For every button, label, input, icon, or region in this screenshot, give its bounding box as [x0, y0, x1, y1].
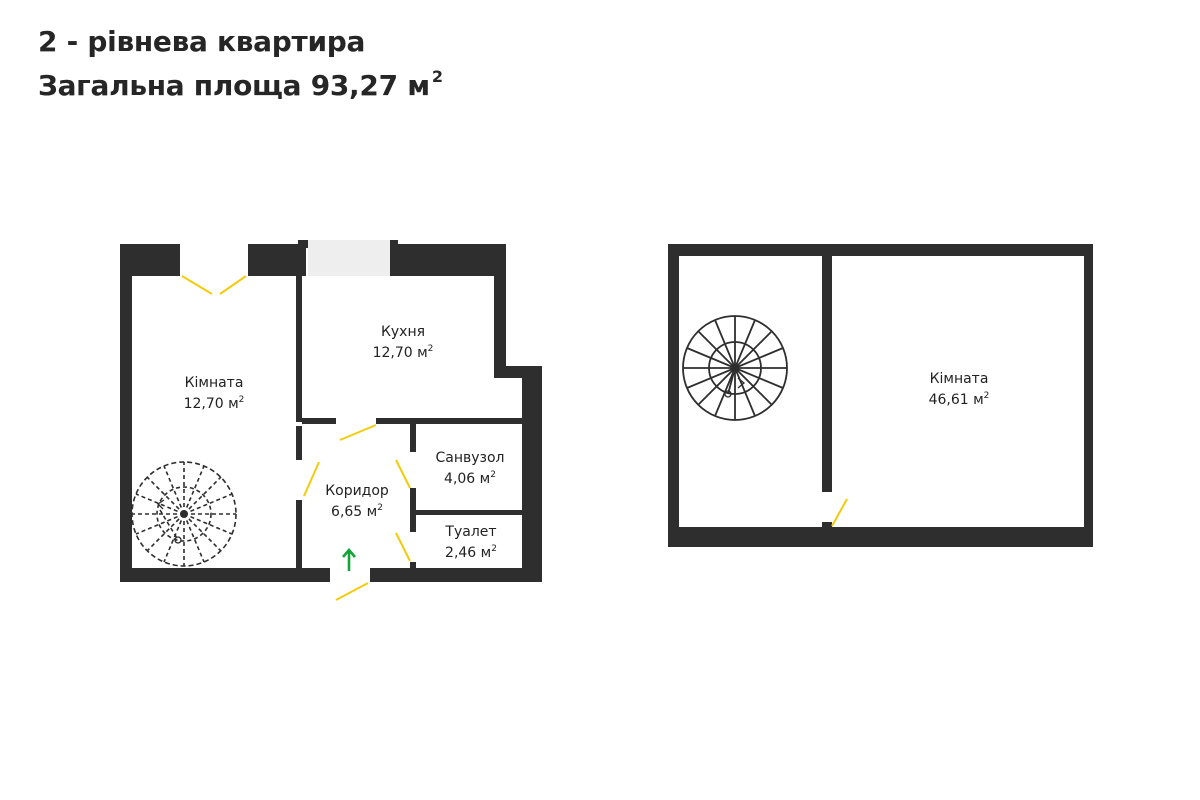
room-corridor: Коридор 6,65 м2	[325, 483, 389, 520]
wall-room-corridor-lower	[296, 500, 302, 568]
corridor-name: Коридор	[325, 483, 389, 499]
upper-wall-left	[668, 244, 679, 547]
room-door	[303, 461, 320, 497]
upper-wall-partition-stub	[822, 522, 832, 530]
wall-bath-toilet	[416, 510, 524, 515]
room-toilet: Туалет 2,46 м2	[444, 524, 497, 561]
spiral-staircase-icon	[131, 461, 237, 567]
entrance-door	[335, 582, 369, 601]
wall-bottom-left	[120, 568, 330, 582]
upper-room-door	[831, 498, 848, 527]
kitchen-window	[308, 240, 390, 276]
toilet-name: Туалет	[444, 524, 496, 540]
wall-kitchen-corridor-left	[302, 418, 336, 424]
room1-name: Кімната	[185, 375, 244, 391]
upper-wall-right	[1084, 244, 1093, 547]
balcony-door-left	[181, 275, 213, 295]
wall-left	[120, 244, 132, 582]
stair-treads	[132, 462, 236, 566]
room2-name: Кімната	[930, 371, 989, 387]
wall-top-right	[390, 244, 506, 276]
lower-level-doors	[181, 275, 411, 601]
wall-toilet-stub	[410, 562, 416, 570]
kitchen-name: Кухня	[381, 324, 425, 340]
wall-right	[522, 366, 542, 582]
wall-room-kitchen	[296, 276, 302, 422]
upper-stair-post	[724, 390, 732, 398]
wall-kitchen-right	[494, 244, 506, 374]
wall-room-corridor-upper	[296, 426, 302, 460]
lower-level-walls	[120, 240, 542, 582]
room-kitchen: Кухня 12,70 м2	[373, 324, 434, 361]
wall-top-middle	[248, 244, 306, 276]
lower-level-plan: Кімната 12,70 м2 Кухня 12,70 м2 Санвузол…	[120, 240, 542, 601]
stair-inner	[156, 486, 212, 542]
kitchen-door	[339, 424, 377, 441]
wall-bath-upper	[410, 424, 416, 452]
entrance-arrow	[342, 548, 356, 571]
kitchen-area: 12,70 м2	[373, 344, 434, 361]
upper-level-plan: Кімната 46,61 м2	[668, 244, 1093, 547]
upper-spiral-staircase-icon	[682, 315, 788, 421]
toilet-area: 2,46 м2	[445, 544, 497, 561]
total-area-text: Загальна площа 93,27 м	[38, 69, 430, 102]
balcony-door-right	[219, 275, 247, 295]
room1-area: 12,70 м2	[184, 395, 245, 412]
upper-level-walls	[668, 244, 1093, 547]
stair-post	[174, 536, 182, 544]
room-bathroom: Санвузол 4,06 м2	[435, 450, 504, 487]
upper-wall-bottom	[668, 527, 1093, 547]
bathroom-name: Санвузол	[435, 450, 504, 466]
upper-stair-treads	[683, 316, 787, 420]
toilet-door	[395, 532, 411, 562]
room-room2: Кімната 46,61 м2	[929, 371, 990, 408]
room-room1: Кімната 12,70 м2	[184, 375, 245, 412]
wall-bath-lower	[410, 488, 416, 532]
bathroom-door	[395, 459, 411, 489]
upper-wall-top	[668, 244, 1093, 256]
wall-bottom-right	[370, 568, 542, 582]
wall-window-jamb-left	[298, 240, 308, 248]
room2-area: 46,61 м2	[929, 391, 990, 408]
corridor-area: 6,65 м2	[331, 503, 383, 520]
wall-kitchen-corridor-right	[376, 418, 522, 424]
total-area-unit-sup: 2	[431, 67, 443, 86]
upper-wall-partition	[822, 256, 832, 492]
bathroom-area: 4,06 м2	[444, 470, 496, 487]
plan-title: 2 - рівнева квартира	[38, 25, 366, 58]
